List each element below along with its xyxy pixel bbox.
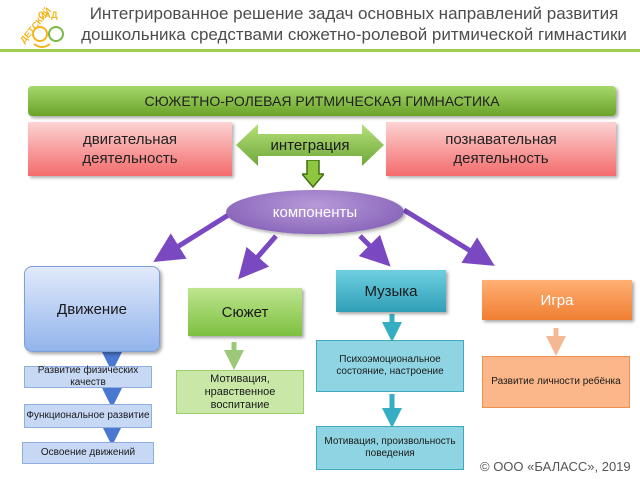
title-line-2: дошкольника средствами сюжетно-ролевой р… xyxy=(81,25,627,44)
movement-item-1: Развитие физических качеств xyxy=(24,365,152,388)
components-ellipse: компоненты xyxy=(226,190,404,234)
motor-activity-line-2: деятельность xyxy=(82,150,178,167)
title-line-1: Интегрированное решение задач основных н… xyxy=(89,4,619,23)
integration-arrow: интеграция xyxy=(236,124,384,166)
category-music: Музыка xyxy=(336,270,446,312)
cognitive-activity-line-1: познавательная xyxy=(445,131,557,148)
music-item-1: Психоэмоциональное состояние, настроение xyxy=(316,340,464,392)
copyright-text: © ООО «БАЛАСС», 2019 xyxy=(480,459,631,474)
motor-activity-line-1: двигательная xyxy=(82,131,178,148)
plot-item: Мотивация, нравственное воспитание xyxy=(176,370,304,414)
integration-label: интеграция xyxy=(270,136,350,154)
category-game: Игра xyxy=(482,280,632,320)
kindergarten-logo: ДЕТСКИЙ САД xyxy=(10,4,72,48)
motor-activity-box: двигательная деятельность xyxy=(28,122,232,176)
logo-word-sad: САД xyxy=(38,10,58,20)
movement-item-2: Функциональное развитие xyxy=(24,404,152,428)
category-plot: Сюжет xyxy=(188,288,302,336)
double-arrow-icon xyxy=(236,124,384,166)
logo-ring-icon xyxy=(48,26,64,42)
arrow-to-movement xyxy=(153,211,232,262)
arrow-to-plot xyxy=(238,234,278,280)
header xyxy=(0,0,640,52)
page-title: Интегрированное решение задач основных н… xyxy=(72,3,636,45)
music-item-2: Мотивация, произвольность поведения xyxy=(316,426,464,470)
cognitive-activity-box: познавательная деятельность xyxy=(386,122,616,176)
logo-face-icon xyxy=(32,26,48,42)
arrow-to-game xyxy=(402,207,495,266)
down-arrow-icon xyxy=(302,160,324,188)
category-movement: Движение xyxy=(24,266,160,352)
game-item: Развитие личности ребёнка xyxy=(482,356,630,408)
arrow-to-music xyxy=(358,234,391,267)
cognitive-activity-line-2: деятельность xyxy=(453,150,549,167)
movement-item-3: Освоение движений xyxy=(22,442,154,464)
main-title-bar: СЮЖЕТНО-РОЛЕВАЯ РИТМИЧЕСКАЯ ГИМНАСТИКА xyxy=(28,86,616,116)
